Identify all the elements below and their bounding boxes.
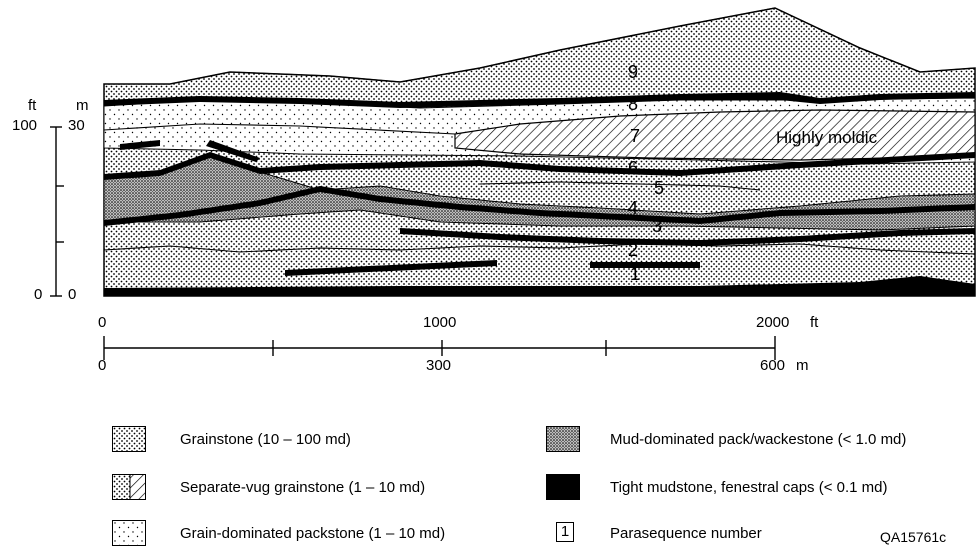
scale-unit-m: m [796,357,809,374]
legend-symbol-text: 1 [560,523,570,540]
highly-moldic-zone [454,109,976,161]
legend-label-grainstone: Grainstone (10 – 100 md) [180,431,351,448]
legend-symbol-parasequence: 1 [556,522,574,542]
vertical-scale-ft-top: 100 [12,117,38,134]
vertical-scale-unit-ft: ft [28,97,37,114]
legend-swatch-separate-vug [112,474,146,500]
scale-label-m: 600 [760,357,786,374]
parasequence-number: 2 [628,240,639,260]
vertical-scale-m-bottom: 0 [68,286,77,303]
parasequence-number: 3 [652,216,663,236]
legend-label-packstone: Grain-dominated packstone (1 – 10 md) [180,525,446,542]
vertical-scale-unit-m: m [76,97,89,114]
legend-swatch-grainstone [112,426,146,452]
parasequence-number: 9 [628,62,639,82]
parasequence-number: 7 [630,126,641,146]
parasequence-number: 4 [628,198,639,218]
parasequence-number: 6 [628,158,639,178]
vertical-scale-m-top: 30 [68,117,85,134]
mudstone-caps [104,92,975,296]
legend-swatch-mudstone [546,474,580,500]
vertical-scale [50,126,64,297]
scale-label-ft: 2000 [756,314,790,331]
legend-label-parasequence: Parasequence number [610,525,762,542]
scale-label-m: 300 [426,357,452,374]
parasequence-number: 1 [630,264,641,284]
legend-label-separate-vug: Separate-vug grainstone (1 – 10 md) [180,479,426,496]
horizontal-scale [103,336,776,360]
scale-label-m: 0 [98,357,107,374]
bedding-lines [103,7,976,255]
legend-swatch-wackestone [546,426,580,452]
scale-label-ft: 1000 [423,314,457,331]
scale-unit-ft: ft [810,314,819,331]
parasequence-number: 5 [654,178,665,198]
legend-swatch-packstone [112,520,146,546]
highly-moldic-label: Highly moldic [776,128,878,147]
scale-label-ft: 0 [98,314,107,331]
legend-label-wackestone: Mud-dominated pack/wackestone (< 1.0 md) [610,431,907,448]
vertical-scale-ft-bottom: 0 [34,286,43,303]
figure-id: QA15761c [880,529,947,545]
legend-label-mudstone: Tight mudstone, fenestral caps (< 0.1 md… [610,479,888,496]
parasequence-number: 8 [628,94,639,114]
